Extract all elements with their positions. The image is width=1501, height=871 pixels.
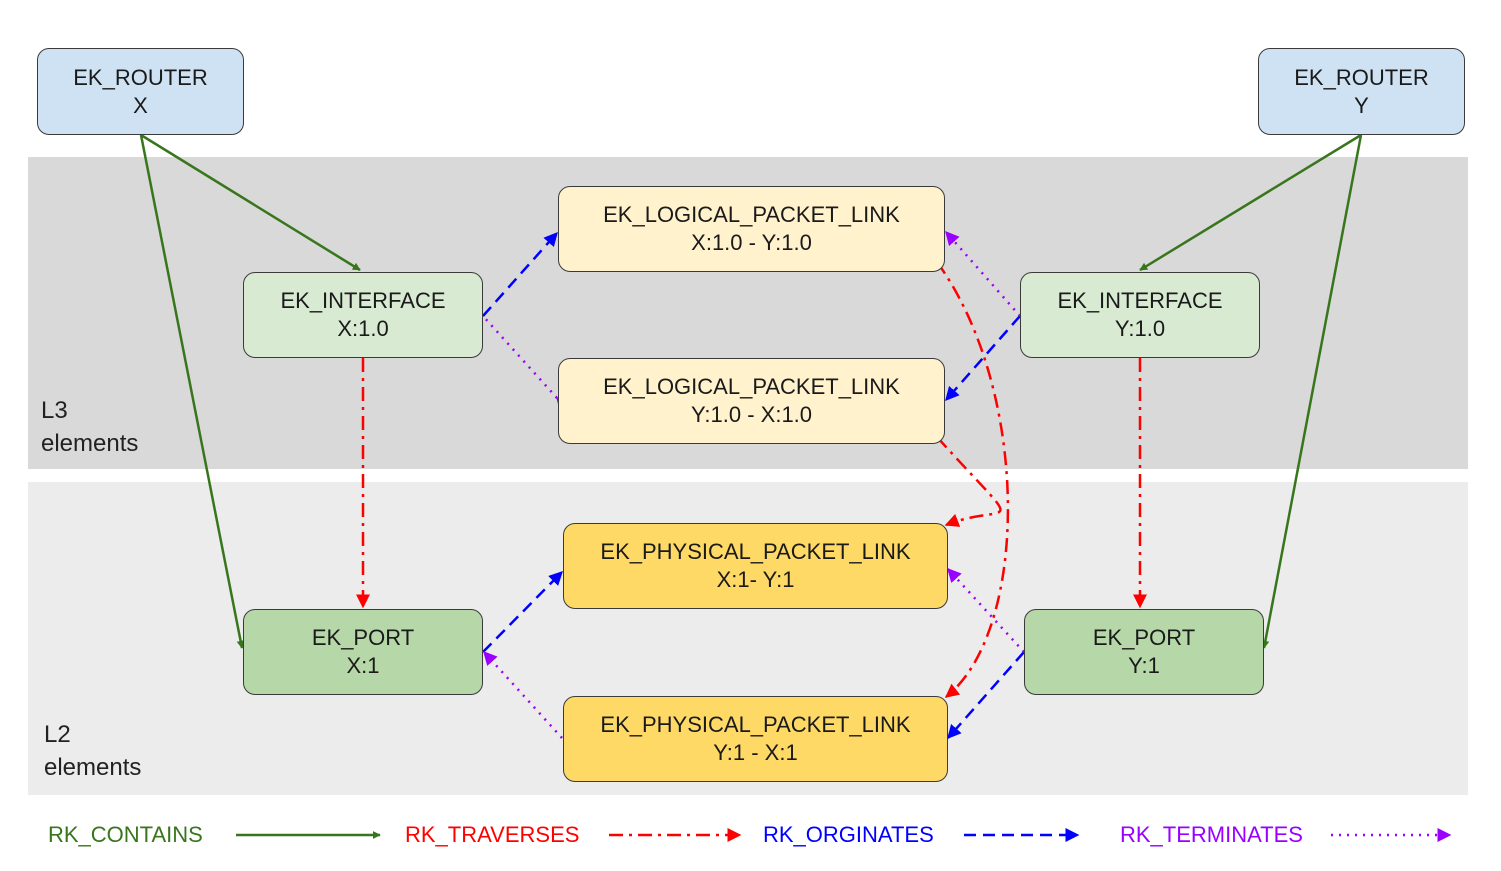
node-router-y[interactable]: EK_ROUTER Y xyxy=(1258,48,1465,135)
edge-terminates-plink-yx-port-x xyxy=(483,650,563,739)
node-physical-link-yx-id: Y:1 - X:1 xyxy=(713,740,798,765)
node-router-x[interactable]: EK_ROUTER X xyxy=(37,48,244,135)
edge-contains-router-x-iface-x xyxy=(140,133,361,272)
node-port-y[interactable]: EK_PORT Y:1 xyxy=(1024,609,1264,695)
l2-label-line1: L2 xyxy=(44,721,71,748)
l3-label-line2: elements xyxy=(41,430,139,457)
legend-originates-label: RK_ORGINATES xyxy=(763,822,934,847)
edge-terminates-plink-xy-port-y xyxy=(947,567,1025,653)
node-router-y-id: Y xyxy=(1354,92,1369,118)
l2-label-line2: elements xyxy=(44,754,142,781)
node-interface-x-id: X:1.0 xyxy=(337,316,389,341)
node-port-y-id: Y:1 xyxy=(1128,653,1160,678)
node-router-x-type: EK_ROUTER xyxy=(73,64,208,90)
node-router-x-id: X xyxy=(133,92,148,118)
edge-originates-port-x-plink-xy xyxy=(482,571,563,653)
node-logical-link-xy[interactable]: EK_LOGICAL_PACKET_LINK X:1.0 - Y:1.0 xyxy=(558,186,945,272)
node-interface-x-type: EK_INTERFACE xyxy=(280,288,446,313)
node-interface-y[interactable]: EK_INTERFACE Y:1.0 xyxy=(1020,272,1260,358)
node-router-y-type: EK_ROUTER xyxy=(1294,64,1429,90)
node-logical-link-yx-type: EK_LOGICAL_PACKET_LINK xyxy=(603,374,900,399)
node-interface-y-id: Y:1.0 xyxy=(1114,316,1166,341)
node-logical-link-xy-type: EK_LOGICAL_PACKET_LINK xyxy=(603,202,900,227)
edge-traverses-llink-xy-plink-yx xyxy=(935,261,1010,698)
legend-traverses-label: RK_TRAVERSES xyxy=(405,822,580,847)
node-physical-link-yx[interactable]: EK_PHYSICAL_PACKET_LINK Y:1 - X:1 xyxy=(563,696,948,782)
edge-terminates-llink-xy-iface-y xyxy=(945,230,1021,317)
edge-originates-port-y-plink-yx xyxy=(947,651,1025,740)
node-interface-x[interactable]: EK_INTERFACE X:1.0 xyxy=(243,272,483,358)
node-port-x[interactable]: EK_PORT X:1 xyxy=(243,609,483,695)
edge-originates-iface-x-llink-xy xyxy=(482,231,558,317)
node-physical-link-yx-type: EK_PHYSICAL_PACKET_LINK xyxy=(600,712,911,737)
node-physical-link-xy-id: X:1- Y:1 xyxy=(716,567,795,592)
edge-originates-iface-y-llink-yx xyxy=(945,315,1021,402)
node-port-y-type: EK_PORT xyxy=(1092,625,1196,650)
node-interface-y-type: EK_INTERFACE xyxy=(1057,288,1223,313)
node-logical-link-yx[interactable]: EK_LOGICAL_PACKET_LINK Y:1.0 - X:1.0 xyxy=(558,358,945,444)
edge-terminates-llink-yx-iface-x xyxy=(482,315,571,413)
edge-contains-router-y-iface-y xyxy=(1139,133,1362,272)
l2-band-label: L2 elements xyxy=(44,718,141,784)
node-physical-link-xy[interactable]: EK_PHYSICAL_PACKET_LINK X:1- Y:1 xyxy=(563,523,948,609)
node-logical-link-yx-id: Y:1.0 - X:1.0 xyxy=(690,402,813,427)
l3-label-line1: L3 xyxy=(41,397,68,424)
node-port-x-id: X:1 xyxy=(346,653,380,678)
l3-band-label: L3 elements xyxy=(41,394,138,460)
edge-contains-router-y-port-y xyxy=(1261,134,1363,649)
edge-traverses-llink-yx-plink-xy xyxy=(936,436,1002,527)
node-logical-link-xy-id: X:1.0 - Y:1.0 xyxy=(691,230,812,255)
edge-contains-router-x-port-x xyxy=(139,134,245,649)
legend-terminates-label: RK_TERMINATES xyxy=(1120,822,1303,847)
legend-contains-label: RK_CONTAINS xyxy=(48,822,203,847)
node-physical-link-xy-type: EK_PHYSICAL_PACKET_LINK xyxy=(600,539,911,564)
node-port-x-type: EK_PORT xyxy=(311,625,415,650)
